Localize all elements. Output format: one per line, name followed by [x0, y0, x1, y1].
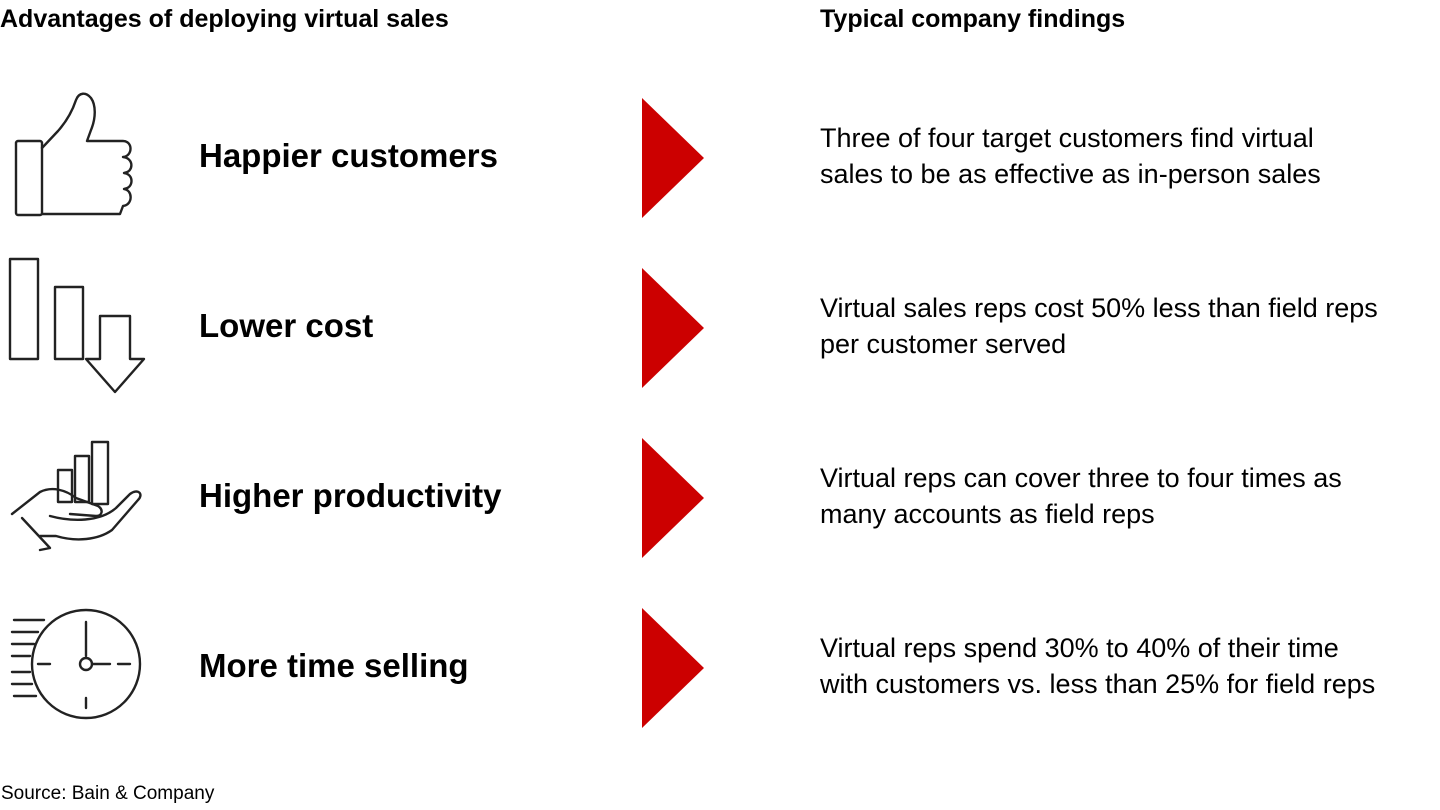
red-arrow-icon [642, 268, 704, 388]
declining-bars-icon [0, 256, 160, 416]
advantage-label: More time selling [199, 647, 469, 684]
advantage-row-more-time-selling: More time selling Virtual reps spend 30%… [0, 596, 1440, 766]
finding-text: Virtual reps spend 30% to 40% of their t… [820, 596, 1375, 736]
finding-line: per customer served [820, 329, 1067, 359]
finding-line: Three of four target customers find virt… [820, 123, 1314, 153]
advantage-row-higher-productivity: Higher productivity Virtual reps can cov… [0, 426, 1440, 596]
advantage-label: Higher productivity [199, 477, 502, 514]
advantage-row-happier-customers: Happier customers Three of four target c… [0, 86, 1440, 256]
advantage-label: Happier customers [199, 137, 498, 174]
source-note: Source: Bain & Company [1, 783, 215, 804]
right-column-header: Typical company findings [820, 5, 1126, 33]
finding-line: sales to be as effective as in-person sa… [820, 159, 1321, 189]
finding-line: Virtual reps can cover three to four tim… [820, 463, 1342, 493]
finding-line: Virtual reps spend 30% to 40% of their t… [820, 633, 1339, 663]
fast-clock-icon [0, 596, 160, 756]
finding-line: many accounts as field reps [820, 499, 1155, 529]
thumbs-up-icon [0, 86, 160, 246]
hand-bar-chart-icon [0, 426, 160, 586]
advantage-row-lower-cost: Lower cost Virtual sales reps cost 50% l… [0, 256, 1440, 426]
red-arrow-icon [642, 608, 704, 728]
finding-line: with customers vs. less than 25% for fie… [820, 669, 1376, 699]
finding-line: Virtual sales reps cost 50% less than fi… [820, 293, 1378, 323]
advantage-label: Lower cost [199, 307, 374, 344]
finding-text: Virtual sales reps cost 50% less than fi… [820, 256, 1378, 396]
red-arrow-icon [642, 438, 704, 558]
finding-text: Virtual reps can cover three to four tim… [820, 426, 1342, 566]
red-arrow-icon [642, 98, 704, 218]
left-column-header: Advantages of deploying virtual sales [0, 5, 449, 33]
finding-text: Three of four target customers find virt… [820, 86, 1321, 226]
